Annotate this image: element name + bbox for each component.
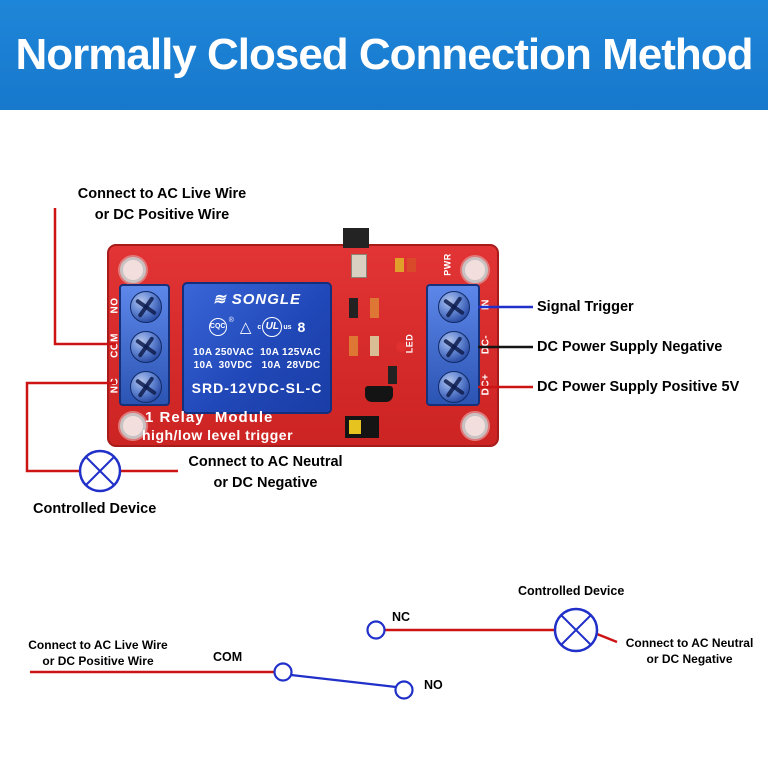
diode-icon (388, 366, 397, 384)
mounting-hole-icon (120, 413, 146, 439)
mounting-hole-icon (120, 257, 146, 283)
cqc-cert-icon: CQC (208, 318, 227, 336)
songle-wave-icon: ≋ (212, 291, 227, 308)
transistor-icon (365, 386, 393, 402)
screw-terminal-in-icon (438, 291, 470, 323)
resistor-icon (349, 336, 358, 356)
label-dc-negative: DC Power Supply Negative (537, 339, 723, 355)
led-label: LED (404, 333, 415, 354)
sch-label-controlled-device: Controlled Device (518, 584, 625, 598)
relay-module-board: NO COM NC IN DC- DC+ ≋ SONGLE CQC ® △ c … (107, 228, 499, 447)
label-controlled-device-top: Controlled Device (33, 501, 157, 517)
smd-component-icon (351, 254, 367, 278)
led-component-icon (407, 258, 416, 272)
screw-terminal-nc-icon (130, 371, 162, 403)
screw-terminal-dcplus-icon (438, 371, 470, 403)
page-title: Normally Closed Connection Method (15, 30, 753, 79)
triangle-cert-icon: △ (239, 318, 252, 336)
sch-switch-arm (290, 673, 397, 689)
status-led-icon (396, 342, 406, 352)
terminal-label-no: NO (109, 297, 121, 314)
input-terminal-block (426, 284, 480, 406)
jumper-cap-icon (349, 420, 361, 434)
pwr-led-label: PWR (442, 253, 453, 276)
label-dc-positive: DC Power Supply Positive 5V (537, 379, 740, 395)
sch-com-contact (273, 662, 293, 682)
relay-model-number: SRD-12VDC-SL-C (191, 380, 323, 396)
mounting-hole-icon (462, 413, 488, 439)
relay-component: ≋ SONGLE CQC ® △ c UL us 8 10A 250VAC 10… (182, 282, 332, 414)
screw-terminal-no-icon (130, 291, 162, 323)
screw-terminal-com-icon (130, 331, 162, 363)
controlled-device-icon (78, 449, 122, 493)
mounting-hole-icon (462, 257, 488, 283)
board-silkscreen-line1: 1 Relay Module (145, 409, 274, 426)
ul-cert-icon: c UL us (257, 317, 292, 337)
title-banner: Normally Closed Connection Method (0, 0, 768, 110)
terminal-label-dc-minus: DC- (480, 334, 492, 355)
terminal-label-dc-plus: DC+ (480, 373, 492, 396)
terminal-label-com: COM (109, 333, 121, 358)
screw-terminal-dcminus-icon (438, 331, 470, 363)
sch-label-nc: NC (392, 610, 411, 624)
resistor-icon (370, 298, 379, 318)
diode-icon (349, 298, 358, 318)
sch-label-com: COM (213, 650, 243, 664)
registered-mark: ® (228, 317, 234, 324)
sch-no-contact (394, 680, 414, 700)
relay-file-number: 8 (297, 319, 306, 335)
resistor-icon (370, 336, 379, 356)
led-component-icon (395, 258, 404, 272)
relay-brand: SONGLE (231, 291, 302, 308)
sch-label-no: NO (424, 678, 443, 692)
board-silkscreen-line2: high/low level trigger (142, 427, 294, 443)
sch-nc-contact (366, 620, 386, 640)
terminal-label-in: IN (480, 299, 492, 310)
wire-nc-to-device (25, 381, 116, 473)
terminal-label-nc: NC (109, 377, 121, 394)
pin-header-icon (343, 228, 369, 248)
sch-controlled-device-icon (553, 607, 599, 653)
output-terminal-block (119, 284, 170, 406)
label-signal-trigger: Signal Trigger (537, 299, 634, 315)
